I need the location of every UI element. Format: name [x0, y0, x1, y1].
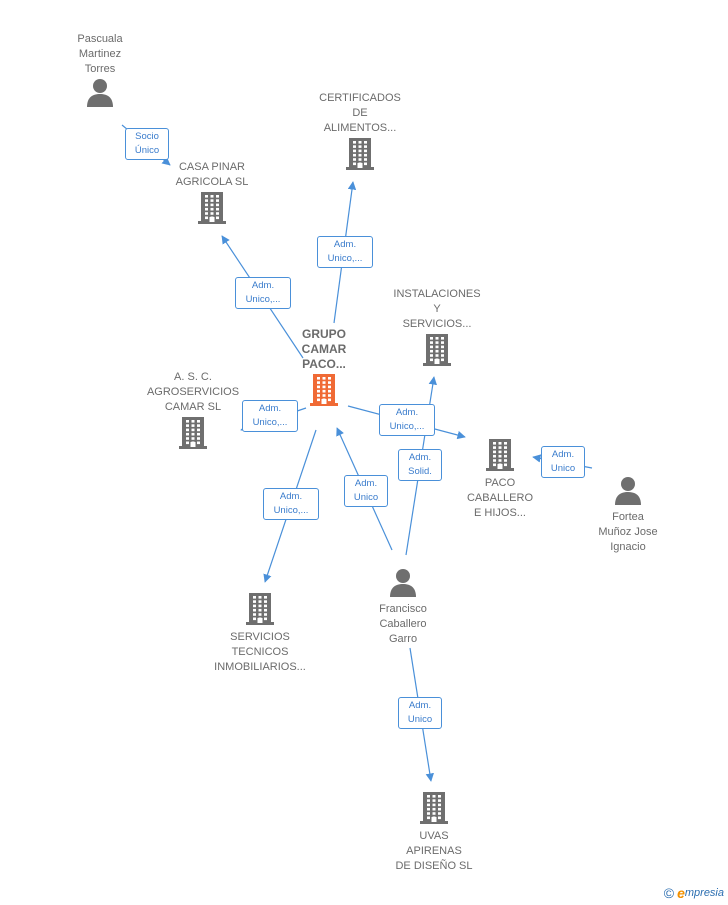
node-asc-agroservicios[interactable]: A. S. C. AGROSERVICIOS CAMAR SL [133, 370, 253, 454]
building-icon [345, 136, 375, 175]
node-fortea[interactable]: Fortea Muñoz Jose Ignacio [583, 475, 673, 555]
node-instalaciones[interactable]: INSTALACIONES Y SERVICIOS... [382, 287, 492, 371]
edge-label-adm-unico[interactable]: Adm. Unico,... [317, 236, 373, 268]
edge-label-adm-unico[interactable]: Adm. Unico,... [235, 277, 291, 309]
node-label: INSTALACIONES Y SERVICIOS... [393, 288, 481, 330]
building-icon [419, 790, 449, 829]
node-certificados[interactable]: CERTIFICADOS DE ALIMENTOS... [305, 91, 415, 175]
node-francisco[interactable]: Francisco Caballero Garro [358, 567, 448, 647]
building-icon [309, 372, 339, 411]
edge-label-socio-unico[interactable]: Socio Único [125, 128, 169, 160]
node-label: Fortea Muñoz Jose Ignacio [598, 511, 658, 553]
node-label: A. S. C. AGROSERVICIOS CAMAR SL [146, 371, 240, 413]
edge-label-adm-unico[interactable]: Adm. Unico [398, 697, 442, 729]
empresia-logo-text: mpresia [684, 887, 724, 899]
node-label: GRUPO CAMAR PACO... [301, 327, 347, 371]
person-icon [388, 567, 418, 602]
person-icon [85, 77, 115, 112]
node-pascuala[interactable]: Pascuala Martinez Torres [57, 32, 143, 112]
empresia-logo-initial: e [677, 885, 685, 901]
node-label: CERTIFICADOS DE ALIMENTOS... [319, 92, 401, 134]
node-label: UVAS APIRENAS DE DISEÑO SL [395, 830, 473, 872]
node-servicios-tecnicos[interactable]: SERVICIOS TECNICOS INMOBILIARIOS... [200, 591, 320, 675]
node-casa-pinar[interactable]: CASA PINAR AGRICOLA SL [162, 160, 262, 229]
building-icon [197, 190, 227, 229]
building-icon [245, 591, 275, 630]
edge-label-adm-unico[interactable]: Adm. Unico [541, 446, 585, 478]
edge-label-adm-solid[interactable]: Adm. Solid. [398, 449, 442, 481]
node-label: SERVICIOS TECNICOS INMOBILIARIOS... [214, 631, 306, 673]
building-icon [422, 332, 452, 371]
person-icon [613, 475, 643, 510]
building-icon [178, 415, 208, 454]
node-label: Pascuala Martinez Torres [77, 33, 123, 75]
node-label: CASA PINAR AGRICOLA SL [175, 161, 249, 188]
node-grupo-camar[interactable]: GRUPO CAMAR PACO... [284, 327, 364, 411]
node-label: Francisco Caballero Garro [379, 603, 427, 645]
edge-label-adm-unico[interactable]: Adm. Unico,... [242, 400, 298, 432]
edge-label-adm-unico[interactable]: Adm. Unico,... [263, 488, 319, 520]
edge-label-adm-unico[interactable]: Adm. Unico,... [379, 404, 435, 436]
node-label: PACO CABALLERO E HIJOS... [466, 477, 534, 519]
node-uvas-apirenas[interactable]: UVAS APIRENAS DE DISEÑO SL [379, 790, 489, 874]
edge-label-adm-unico[interactable]: Adm. Unico [344, 475, 388, 507]
building-icon [485, 437, 515, 476]
copyright-icon: © [663, 885, 675, 901]
node-paco-caballero[interactable]: PACO CABALLERO E HIJOS... [455, 437, 545, 521]
